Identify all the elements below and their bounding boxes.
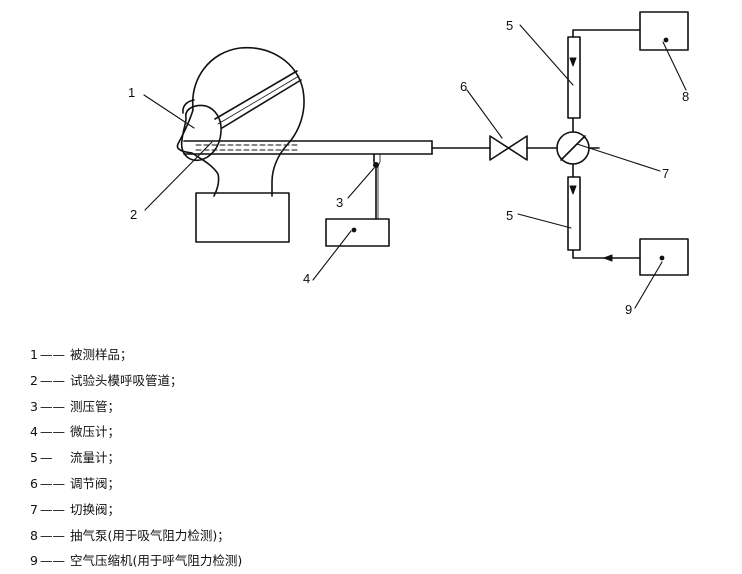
legend-item: 3—— 测压管； [30,394,242,420]
legend-dash: —— [40,424,65,440]
mask-sample [180,104,222,162]
callout-5-bottom: 5 [506,208,513,223]
legend-text: 流量计； [70,450,121,466]
legend-number: 9 [30,553,38,569]
legend-item: 4—— 微压计； [30,419,242,445]
legend-item: 9—— 空气压缩机(用于呼气阻力检测) [30,548,242,574]
legend-dash: —— [40,527,65,543]
flowmeter-top [567,29,641,119]
callout-7: 7 [662,166,669,181]
pressure-tube [372,153,381,220]
legend-text: 测压管； [70,398,121,414]
breathing-tube [183,140,433,155]
legend-item: 8—— 抽气泵(用于吸气阻力检测)； [30,523,242,549]
apparatus-diagram: 1 2 3 4 5 6 7 8 5 9 [128,11,689,317]
suction-pump [639,11,689,51]
legend-item: 6—— 调节阀； [30,471,242,497]
head-pedestal [195,192,290,243]
test-head-outline [176,46,305,197]
flowmeter-bottom [567,176,641,259]
legend-number: 8 [30,527,38,543]
legend-text: 调节阀； [70,475,121,491]
legend-dash: —— [40,347,65,362]
callout-1: 1 [128,85,135,100]
legend-text: 抽气泵(用于吸气阻力检测)； [70,527,230,543]
legend-list: 1——被测样品； 2——试验头模呼吸管道； 3——测压管； 4——微压计； 5—… [30,342,242,574]
callout-3: 3 [336,195,343,210]
legend-dash: —— [40,475,65,491]
legend-number: 2 [30,372,38,388]
legend-item: 2—— 试验头模呼吸管道； [30,368,242,394]
callout-5-top: 5 [506,18,513,33]
legend-dash: —— [40,553,65,569]
callout-8: 8 [682,89,689,104]
legend-number: 6 [30,475,38,491]
callout-2: 2 [130,207,137,222]
legend-number: 4 [30,424,38,440]
legend-dash: —— [40,372,65,388]
switch-valve [556,131,600,165]
legend-dash: — [40,450,53,466]
legend-number: 1 [30,347,38,362]
callout-9: 9 [625,302,632,317]
leader-lines [143,24,687,309]
legend-item: 7—— 切换阀； [30,497,242,523]
regulating-valve [489,135,558,161]
legend-text: 试验头模呼吸管道； [70,372,183,388]
legend-text: 被测样品； [70,347,133,362]
legend-number: 3 [30,398,38,414]
callout-6: 6 [460,79,467,94]
legend-number: 5 [30,450,38,466]
legend-number: 7 [30,501,38,517]
mask-strap [214,70,302,129]
callout-4: 4 [303,271,310,286]
legend-item: 5— 流量计； [30,445,242,471]
legend-text: 切换阀； [70,501,121,517]
air-compressor [603,238,689,276]
legend-item: 1—— 被测样品； [30,342,242,368]
legend-text: 空气压缩机(用于呼气阻力检测) [70,553,243,569]
legend-dash: —— [40,501,65,517]
legend-text: 微压计； [70,424,121,440]
micromanometer [325,218,390,247]
legend-dash: —— [40,398,65,414]
